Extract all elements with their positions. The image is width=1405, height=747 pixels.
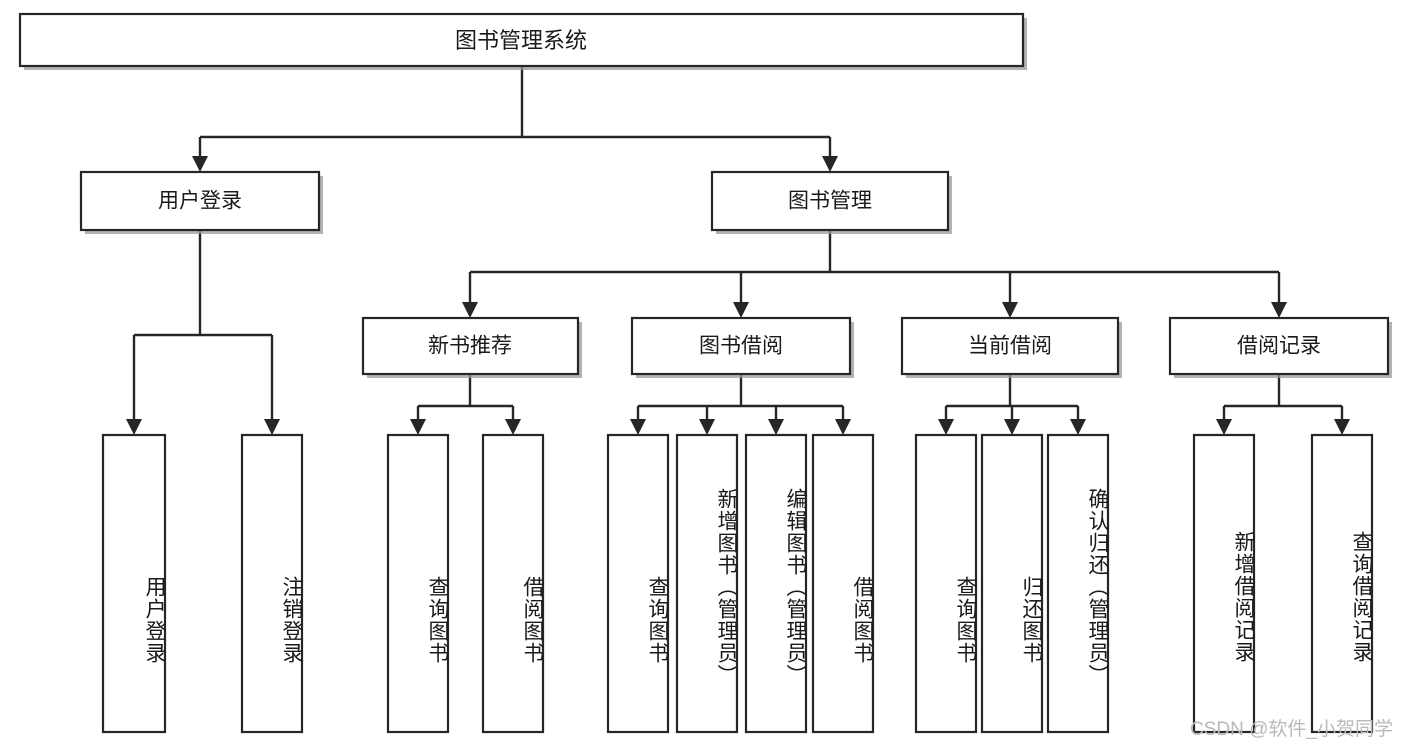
leaf-box-edit-book[interactable] (744, 433, 808, 734)
csdn-watermark: CSDN @软件_小贺同学 (1190, 719, 1393, 740)
node-new-book-recommend[interactable]: 新书推荐 (361, 316, 582, 378)
arrow-to-leaf-confirm-return (1070, 419, 1086, 435)
leaf-box-query-record[interactable] (1310, 433, 1374, 734)
node-book-management-label: 图书管理 (788, 190, 872, 213)
node-user-login-label: 用户登录 (158, 190, 242, 213)
arrow-to-leaf-query-record (1334, 419, 1350, 435)
node-current-borrow[interactable]: 当前借阅 (900, 316, 1122, 378)
leaf-box-confirm-return[interactable] (1046, 433, 1110, 734)
node-user-login[interactable]: 用户登录 (79, 170, 323, 234)
arrow-to-borrow-record (1271, 302, 1287, 318)
connector-group (126, 66, 1350, 435)
arrow-to-leaf-add-record (1216, 419, 1232, 435)
leaf-box-group (101, 433, 1374, 734)
leaf-box-query-book-1[interactable] (386, 433, 450, 734)
leaf-box-add-book[interactable] (675, 433, 739, 734)
arrow-to-leaf-add-book (699, 419, 715, 435)
node-book-management[interactable]: 图书管理 (710, 170, 952, 234)
node-new-book-recommend-label: 新书推荐 (428, 335, 512, 358)
arrow-to-leaf-edit-book (768, 419, 784, 435)
node-borrow-record-label: 借阅记录 (1237, 335, 1321, 358)
leaf-box-add-record[interactable] (1192, 433, 1256, 734)
node-root-label: 图书管理系统 (455, 28, 587, 53)
arrow-to-current-borrow (1002, 302, 1018, 318)
node-book-borrow-label: 图书借阅 (699, 335, 783, 358)
arrow-to-leaf-return-book (1004, 419, 1020, 435)
leaf-box-query-book-3[interactable] (914, 433, 978, 734)
arrow-to-book-mgmt (822, 156, 838, 172)
arrow-to-user-login (192, 156, 208, 172)
arrow-to-new-book-rec (462, 302, 478, 318)
arrow-to-book-borrow (733, 302, 749, 318)
leaf-box-borrow-book-2[interactable] (811, 433, 875, 734)
arrow-to-leaf-borrow-book-2 (835, 419, 851, 435)
node-current-borrow-label: 当前借阅 (968, 335, 1052, 358)
arrow-to-leaf-query-book-2 (630, 419, 646, 435)
arrow-to-leaf-query-book-1 (410, 419, 426, 435)
leaf-box-return-book[interactable] (980, 433, 1044, 734)
leaf-box-logout[interactable] (240, 433, 304, 734)
node-book-borrow[interactable]: 图书借阅 (630, 316, 854, 378)
arrow-to-leaf-user-login (126, 419, 142, 435)
node-root[interactable]: 图书管理系统 (18, 12, 1027, 70)
leaf-box-user-login[interactable] (101, 433, 167, 734)
arrow-to-leaf-borrow-book-1 (505, 419, 521, 435)
leaf-box-borrow-book-1[interactable] (481, 433, 545, 734)
node-borrow-record[interactable]: 借阅记录 (1168, 316, 1392, 378)
arrow-to-leaf-query-book-3 (938, 419, 954, 435)
arrow-to-leaf-logout (264, 419, 280, 435)
leaf-box-query-book-2[interactable] (606, 433, 670, 734)
